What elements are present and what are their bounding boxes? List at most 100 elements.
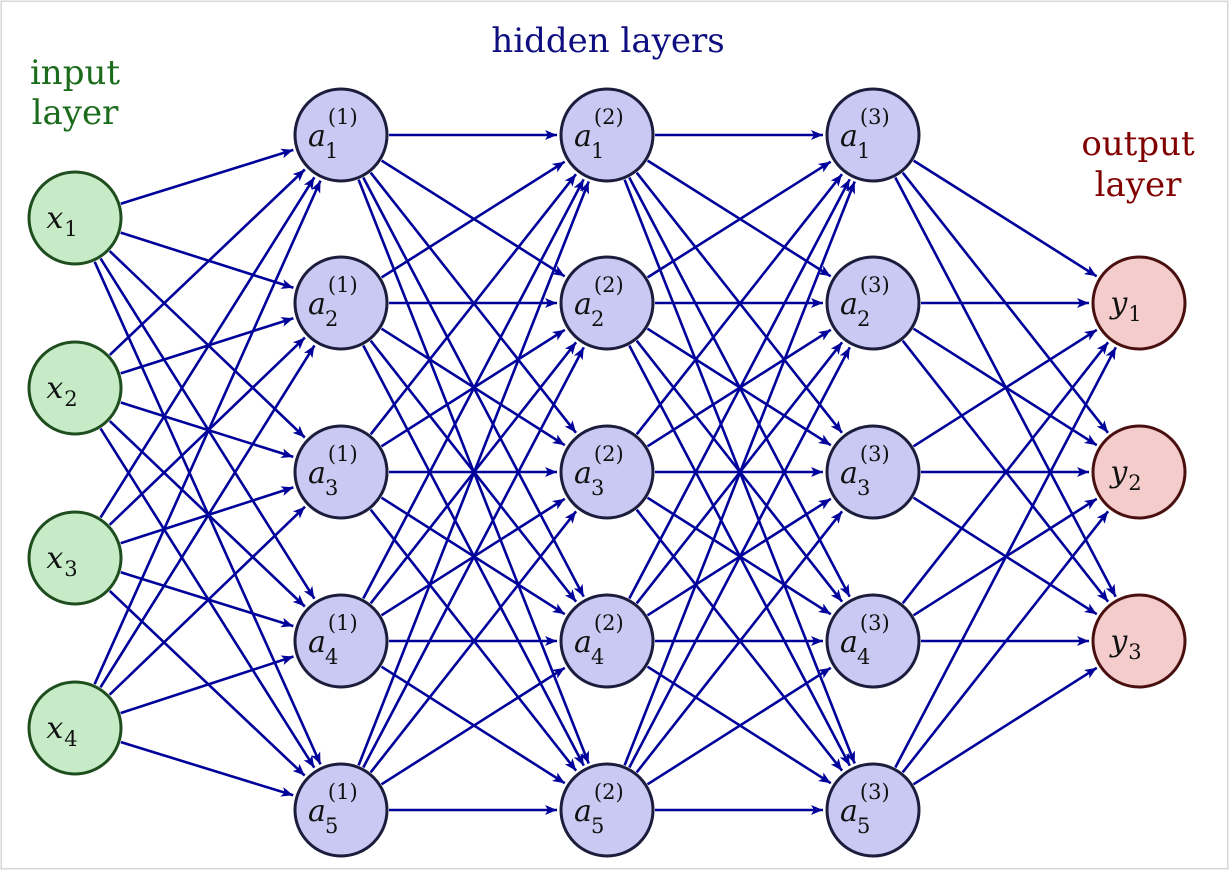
node-circle bbox=[559, 255, 655, 351]
connection-arrow bbox=[646, 160, 832, 279]
node-label-base: x bbox=[46, 541, 63, 576]
node-label-subscript: 1 bbox=[1128, 302, 1141, 326]
hidden-node: a(1)1 bbox=[293, 87, 389, 183]
node-circle bbox=[293, 424, 389, 520]
hidden-node: a(3) 4 bbox=[825, 593, 921, 689]
node-circle bbox=[559, 593, 655, 689]
connections bbox=[93, 130, 1117, 815]
node-label-subscript: 3 bbox=[325, 476, 338, 500]
node-label-base: y bbox=[1108, 624, 1128, 659]
node-label-base: a bbox=[840, 625, 858, 660]
node-label: a(2)4 bbox=[574, 611, 624, 669]
input-layer-label-line1: input bbox=[30, 53, 120, 93]
connection-arrow bbox=[380, 666, 566, 786]
node-label-subscript: 1 bbox=[64, 217, 77, 241]
connection-arrow bbox=[357, 181, 590, 766]
node-label-subscript: 3 bbox=[591, 476, 604, 500]
node-label-subscript: 3 bbox=[64, 557, 77, 581]
node-circle bbox=[1091, 255, 1187, 351]
node-label: x3 bbox=[46, 541, 77, 581]
connection-arrow bbox=[362, 346, 585, 769]
node-circle bbox=[825, 87, 921, 183]
hidden-node: a(3)5 bbox=[825, 762, 921, 858]
node-label-base: a bbox=[308, 287, 326, 322]
connection-arrow bbox=[120, 655, 294, 715]
node-label: y3 bbox=[1108, 624, 1141, 664]
node-label-subscript: 2 bbox=[857, 307, 870, 331]
connection-arrow bbox=[120, 740, 294, 797]
node-label-superscript: (1) bbox=[328, 611, 358, 635]
node-label-base: x bbox=[46, 711, 63, 746]
node-label-base: a bbox=[308, 794, 326, 829]
connection-arrow bbox=[369, 173, 578, 436]
hidden-node: a(3)3 bbox=[825, 424, 921, 520]
node-label: a(2)5 bbox=[574, 780, 624, 838]
hidden-node: a(3) 2 bbox=[825, 255, 921, 351]
hidden-node: a(1)4 bbox=[293, 593, 389, 689]
connection-arrow bbox=[369, 510, 578, 774]
node-label-base: a bbox=[308, 456, 326, 491]
node-label: a(3) 4 bbox=[840, 611, 890, 669]
node-circle bbox=[559, 424, 655, 520]
node-label: a(1)5 bbox=[308, 780, 358, 838]
node-label: a(3)3 bbox=[840, 442, 890, 500]
node-label-base: a bbox=[840, 287, 858, 322]
node-label-superscript: (3) bbox=[860, 105, 890, 129]
node-label-base: a bbox=[574, 794, 592, 829]
hidden-node: a(1)3 bbox=[293, 424, 389, 520]
node-label-subscript: 4 bbox=[591, 645, 604, 669]
node-label-superscript: (3) bbox=[860, 611, 890, 635]
node-label-superscript: (2) bbox=[594, 780, 624, 804]
hidden-layers-label: hidden layers bbox=[491, 21, 724, 61]
connection-arrow bbox=[108, 168, 306, 356]
neurons: x1x2x3x4a(1)1a(1)2a(1)3a(1)4a(1)5a(2)1a(… bbox=[27, 87, 1187, 858]
input-node: x1 bbox=[27, 170, 123, 266]
output-layer-label-line2: layer bbox=[1095, 165, 1182, 205]
hidden-node: a(2)1 bbox=[559, 87, 655, 183]
node-label-subscript: 2 bbox=[591, 307, 604, 331]
node-label-subscript: 2 bbox=[64, 387, 77, 411]
node-circle bbox=[825, 762, 921, 858]
input-layer-label-line2: layer bbox=[32, 93, 119, 133]
node-label-subscript: 2 bbox=[1128, 471, 1141, 495]
output-node: y3 bbox=[1091, 593, 1187, 689]
node-label-superscript: (3) bbox=[860, 442, 890, 466]
connection-arrow bbox=[362, 178, 585, 600]
node-circle bbox=[1091, 424, 1187, 520]
hidden-node: a(2)2 bbox=[559, 255, 655, 351]
hidden-node: a(2)4 bbox=[559, 593, 655, 689]
node-label-subscript: 4 bbox=[857, 645, 870, 669]
connection-arrow bbox=[912, 328, 1098, 448]
node-label: a(1)2 bbox=[308, 273, 358, 331]
connection-arrow bbox=[912, 159, 1098, 278]
node-circle bbox=[293, 87, 389, 183]
node-label: a(1)3 bbox=[308, 442, 358, 500]
connection-arrow bbox=[894, 346, 1117, 769]
node-label-base: a bbox=[840, 794, 858, 829]
node-label: x1 bbox=[46, 201, 77, 241]
node-label-subscript: 3 bbox=[1128, 640, 1141, 664]
node-circle bbox=[293, 762, 389, 858]
connection-arrow bbox=[108, 250, 306, 439]
output-node: y2 bbox=[1091, 424, 1187, 520]
node-circle bbox=[27, 680, 123, 776]
node-label: a(3) 2 bbox=[840, 273, 890, 331]
hidden-node: a(2)3 bbox=[559, 424, 655, 520]
node-circle bbox=[1091, 593, 1187, 689]
node-label-base: a bbox=[308, 119, 326, 154]
node-label-base: a bbox=[574, 625, 592, 660]
connection-arrow bbox=[99, 344, 316, 688]
output-layer-label-line1: output bbox=[1081, 124, 1195, 164]
connection-arrow bbox=[120, 231, 294, 290]
node-label-base: a bbox=[840, 119, 858, 154]
connection-arrow bbox=[120, 148, 294, 205]
connection-arrow bbox=[646, 666, 832, 786]
node-label-subscript: 5 bbox=[325, 814, 338, 838]
node-label-base: a bbox=[574, 119, 592, 154]
node-label: a(3)1 bbox=[840, 105, 890, 163]
node-label-superscript: (3) bbox=[860, 273, 890, 297]
node-label: a(1)1 bbox=[308, 105, 358, 163]
connection-arrow bbox=[901, 510, 1110, 774]
node-circle bbox=[27, 340, 123, 436]
node-label-superscript: (2) bbox=[594, 105, 624, 129]
